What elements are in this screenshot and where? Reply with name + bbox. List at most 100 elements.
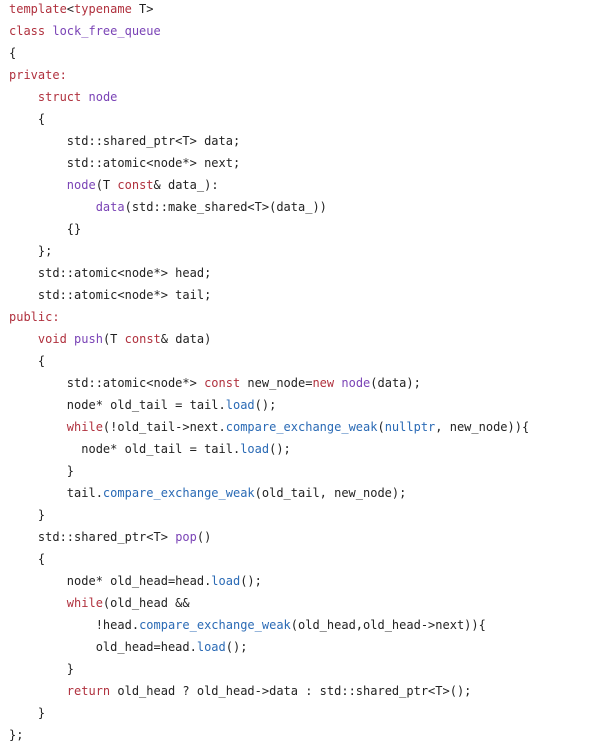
code-token-keyword: new: [312, 376, 335, 390]
code-token-type-name: pop: [175, 530, 197, 544]
code-token-text: std::atomic<node*>: [66, 376, 205, 390]
code-indent: [9, 684, 67, 698]
code-token-keyword: class: [9, 24, 46, 38]
code-token-text: (: [377, 420, 385, 434]
code-token-text: std::atomic<node*> tail;: [37, 288, 212, 302]
code-token-text: (data);: [370, 376, 421, 390]
code-line: {: [9, 108, 594, 130]
code-token-keyword: typename: [74, 2, 132, 16]
code-token-text: node* old_tail = tail.: [81, 442, 241, 456]
code-indent: [9, 134, 67, 148]
code-token-text: {: [37, 354, 46, 368]
code-token-function-name: load: [211, 574, 241, 588]
code-token-text: , new_node)){: [435, 420, 530, 434]
code-token-text: T>: [131, 2, 154, 16]
code-token-text: node* old_head=head.: [66, 574, 212, 588]
code-token-text: (old_head &&: [102, 596, 190, 610]
code-token-keyword: const: [204, 376, 241, 390]
code-indent: [9, 354, 38, 368]
code-token-keyword: public:: [9, 310, 60, 324]
code-token-text: }: [37, 508, 46, 522]
code-token-keyword: const: [124, 332, 161, 346]
code-token-function-name: compare_exchange_weak: [102, 486, 255, 500]
code-line: node* old_tail = tail.load();: [9, 438, 594, 460]
code-indent: [9, 376, 67, 390]
code-token-keyword: private:: [9, 68, 67, 82]
code-token-function-name: compare_exchange_weak: [139, 618, 291, 632]
code-indent: [9, 574, 67, 588]
code-token-text: [67, 332, 74, 346]
code-line: std::atomic<node*> tail;: [9, 284, 594, 306]
code-token-text: <: [66, 2, 75, 16]
code-line: data(std::make_shared<T>(data_)): [9, 196, 594, 218]
code-line: void push(T const& data): [9, 328, 594, 350]
code-indent: [9, 530, 38, 544]
code-indent: [9, 464, 67, 478]
code-token-keyword: return: [66, 684, 111, 698]
code-indent: [9, 112, 38, 126]
code-token-text: & data_):: [153, 178, 219, 192]
code-token-function-name: load: [196, 640, 226, 654]
code-token-text: std::atomic<node*> head;: [37, 266, 212, 280]
code-line: std::shared_ptr<T> data;: [9, 130, 594, 152]
code-indent: [9, 222, 67, 236]
code-token-text: (old_tail, new_node);: [254, 486, 407, 500]
code-indent: [9, 398, 67, 412]
code-indent: [9, 662, 67, 676]
code-line: struct node: [9, 86, 594, 108]
code-token-text: }: [37, 706, 46, 720]
code-token-text: };: [9, 728, 24, 742]
code-line: node* old_head=head.load();: [9, 570, 594, 592]
code-token-text: (old_head,old_head->next)){: [290, 618, 486, 632]
code-line: tail.compare_exchange_weak(old_tail, new…: [9, 482, 594, 504]
code-line: while(old_head &&: [9, 592, 594, 614]
code-token-function-name: load: [240, 442, 270, 456]
code-indent: [9, 706, 38, 720]
code-token-text: ();: [269, 442, 291, 456]
code-token-text: (): [196, 530, 212, 544]
code-token-type-name: lock_free_queue: [52, 24, 161, 38]
code-token-type-name: data: [95, 200, 125, 214]
code-token-text: {}: [66, 222, 82, 236]
code-token-text: std::shared_ptr<T> data;: [66, 134, 241, 148]
code-token-text: ();: [240, 574, 262, 588]
code-line: private:: [9, 64, 594, 86]
code-token-function-name: compare_exchange_weak: [225, 420, 378, 434]
code-indent: [9, 486, 67, 500]
code-indent: [9, 332, 38, 346]
code-token-text: ();: [225, 640, 248, 654]
code-token-text: ();: [254, 398, 277, 412]
code-token-text: (std::make_shared<T>(data_)): [124, 200, 327, 214]
code-indent: [9, 288, 38, 302]
code-indent: [9, 420, 67, 434]
code-line: }: [9, 504, 594, 526]
code-indent: [9, 552, 38, 566]
code-indent: [9, 640, 96, 654]
code-indent: [9, 90, 38, 104]
code-line: return old_head ? old_head->data : std::…: [9, 680, 594, 702]
code-token-function-name: nullptr: [384, 420, 436, 434]
code-indent: [9, 508, 38, 522]
code-token-text: new_node=: [240, 376, 313, 390]
code-token-text: old_head=head.: [95, 640, 197, 654]
code-indent: [9, 442, 81, 456]
code-token-text: {: [9, 46, 17, 60]
code-token-text: old_head ? old_head->data : std::shared_…: [110, 684, 472, 698]
code-token-keyword: const: [117, 178, 154, 192]
code-token-text: }: [66, 662, 75, 676]
code-token-text: }: [66, 464, 75, 478]
code-token-text: std::atomic<node*> next;: [66, 156, 241, 170]
code-line: !head.compare_exchange_weak(old_head,old…: [9, 614, 594, 636]
code-token-text: };: [37, 244, 53, 258]
code-line: std::shared_ptr<T> pop(): [9, 526, 594, 548]
code-indent: [9, 244, 38, 258]
code-token-text: std::shared_ptr<T>: [37, 530, 176, 544]
code-line: {: [9, 42, 594, 64]
code-indent: [9, 156, 67, 170]
code-token-text: & data): [160, 332, 212, 346]
code-token-text: [81, 90, 88, 104]
code-token-text: (T: [95, 178, 118, 192]
code-token-text: (!old_tail->next.: [102, 420, 226, 434]
code-line: std::atomic<node*> head;: [9, 262, 594, 284]
